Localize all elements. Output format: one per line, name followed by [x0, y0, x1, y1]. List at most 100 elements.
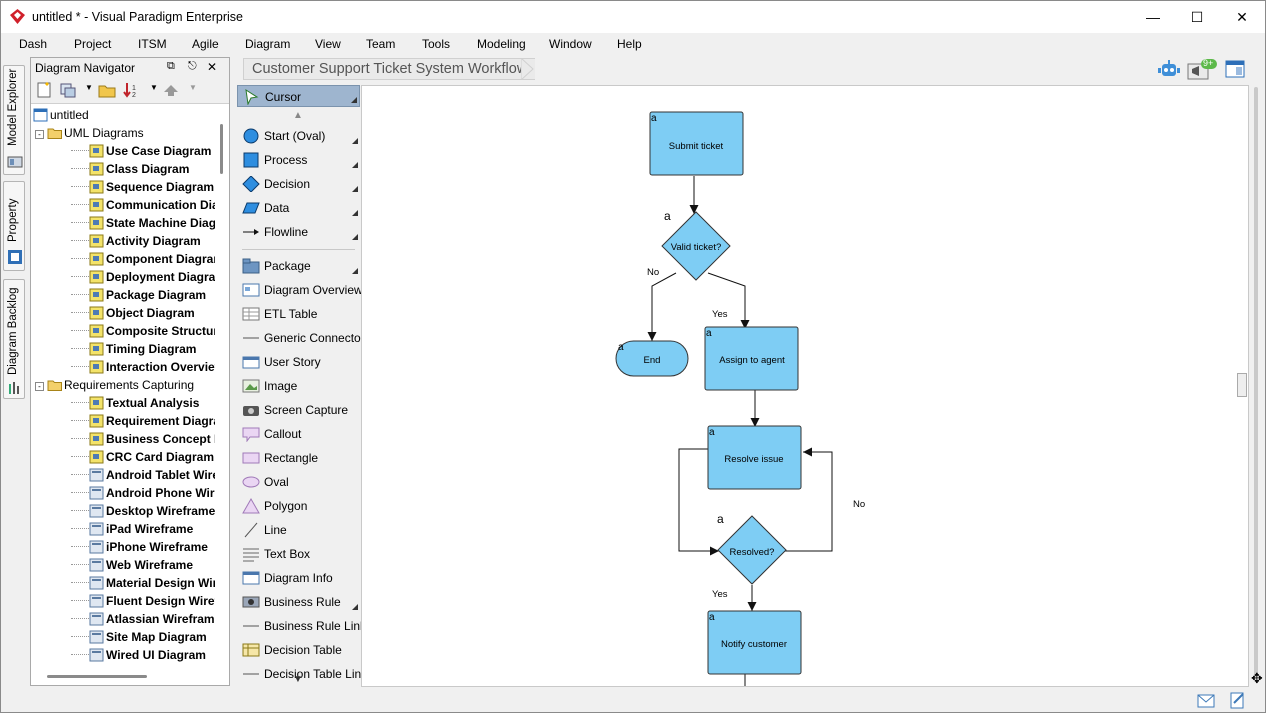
- menu-diagram[interactable]: Diagram: [245, 37, 291, 51]
- breadcrumb-diagram-name[interactable]: Customer Support Ticket System Workflow: [243, 58, 536, 80]
- tree-item[interactable]: iPhone Wireframe: [71, 540, 208, 558]
- tree-item[interactable]: Deployment Diagram: [71, 270, 215, 288]
- tree-item[interactable]: Object Diagram: [71, 306, 195, 324]
- go-up-icon[interactable]: [162, 81, 180, 99]
- palette-screen-capture[interactable]: Screen Capture: [237, 399, 360, 421]
- palette-data[interactable]: Data: [237, 197, 360, 219]
- tree-item[interactable]: Textual Analysis: [71, 396, 199, 414]
- diagram-canvas[interactable]: a Submit ticket a Valid ticket? a End a …: [361, 85, 1249, 687]
- sort-dropdown-icon[interactable]: ▼: [150, 83, 158, 92]
- palette-flowline[interactable]: Flowline: [237, 221, 360, 243]
- tree-item[interactable]: Atlassian Wireframe: [71, 612, 215, 630]
- palette-rectangle[interactable]: Rectangle: [237, 447, 360, 469]
- collapse-toggle-icon[interactable]: -: [35, 130, 44, 139]
- tree-group-1[interactable]: -Requirements Capturing: [35, 378, 194, 396]
- palette-business-rule-link[interactable]: Business Rule Link: [237, 615, 366, 637]
- tree-item[interactable]: Wired UI Diagram: [71, 648, 206, 666]
- tree-group-0[interactable]: -UML Diagrams: [35, 126, 144, 144]
- tree-item[interactable]: Composite Structure D: [71, 324, 215, 342]
- restore-panel-icon[interactable]: ⧉: [167, 60, 175, 72]
- tree-item[interactable]: Site Map Diagram: [71, 630, 207, 648]
- tree-item[interactable]: Component Diagram: [71, 252, 215, 270]
- close-button[interactable]: ✕: [1236, 8, 1248, 25]
- tree-item[interactable]: State Machine Diagrar: [71, 216, 215, 234]
- tree-item[interactable]: Package Diagram: [71, 288, 206, 306]
- palette-scroll-down-icon[interactable]: ▼: [293, 674, 303, 685]
- tree-item[interactable]: Interaction Overview I: [71, 360, 215, 378]
- node-valid-ticket[interactable]: a Valid ticket?: [661, 209, 731, 281]
- menu-team[interactable]: Team: [366, 37, 396, 51]
- tree-item[interactable]: Fluent Design Wirefrar: [71, 594, 215, 612]
- menu-project[interactable]: Project: [74, 37, 112, 51]
- node-submit-ticket[interactable]: a Submit ticket: [649, 111, 744, 176]
- palette-user-story[interactable]: User Story: [237, 351, 360, 373]
- palette-cursor[interactable]: Cursor: [237, 85, 360, 107]
- tree-item[interactable]: Desktop Wireframe: [71, 504, 215, 522]
- tree-root-untitled[interactable]: untitled: [33, 108, 89, 126]
- palette-generic-connector[interactable]: Generic Connector: [237, 327, 365, 349]
- palette-callout[interactable]: Callout: [237, 423, 360, 445]
- tree-item[interactable]: Use Case Diagram: [71, 144, 211, 162]
- sort-icon[interactable]: 12: [123, 81, 141, 99]
- tree-item[interactable]: Requirement Diagram: [71, 414, 215, 432]
- tree-item[interactable]: Web Wireframe: [71, 558, 193, 576]
- flow-resolved-no-loop[interactable]: [785, 447, 833, 552]
- menu-itsm[interactable]: ITSM: [138, 37, 167, 51]
- tree-item[interactable]: Android Tablet Wirefra: [71, 468, 215, 486]
- options-dropdown-icon[interactable]: ▼: [85, 83, 93, 92]
- document-edit-icon[interactable]: [1230, 691, 1246, 709]
- menu-view[interactable]: View: [315, 37, 341, 51]
- mail-icon[interactable]: [1197, 694, 1215, 708]
- tree-item[interactable]: Timing Diagram: [71, 342, 196, 360]
- tab-diagram-backlog[interactable]: Diagram Backlog: [3, 279, 25, 399]
- menu-window[interactable]: Window: [549, 37, 592, 51]
- node-notify-customer[interactable]: a Notify customer: [707, 610, 802, 675]
- palette-package[interactable]: Package: [237, 255, 360, 277]
- open-folder-icon[interactable]: [98, 81, 116, 99]
- palette-polygon[interactable]: Polygon: [237, 495, 360, 517]
- palette-oval[interactable]: Oval: [237, 471, 360, 493]
- diagram-options-icon[interactable]: [59, 81, 77, 99]
- menu-tools[interactable]: Tools: [422, 37, 451, 51]
- layout-panel-icon[interactable]: [1225, 59, 1247, 81]
- announcement-icon[interactable]: [1187, 59, 1217, 81]
- palette-scroll-up-icon[interactable]: ▲: [293, 110, 303, 121]
- robot-assistant-icon[interactable]: [1156, 59, 1182, 81]
- new-diagram-icon[interactable]: [35, 81, 53, 99]
- flow-valid-to-assign[interactable]: [707, 272, 750, 329]
- palette-decision[interactable]: Decision: [237, 173, 360, 195]
- tree-item[interactable]: Communication Diagra: [71, 198, 215, 216]
- palette-decision-table-link[interactable]: Decision Table Link: [237, 663, 367, 685]
- tree-item[interactable]: Activity Diagram: [71, 234, 201, 252]
- node-assign-agent[interactable]: a Assign to agent: [704, 326, 799, 391]
- node-resolve-issue[interactable]: a Resolve issue: [707, 425, 802, 490]
- navigator-horizontal-scrollbar[interactable]: [31, 670, 229, 684]
- tree-item[interactable]: Sequence Diagram: [71, 180, 214, 198]
- palette-start-oval[interactable]: Start (Oval): [237, 125, 360, 147]
- flow-valid-to-end[interactable]: [647, 272, 677, 341]
- node-resolved[interactable]: a Resolved?: [717, 512, 787, 585]
- flow-resolve-to-resolved[interactable]: [678, 448, 719, 556]
- maximize-button[interactable]: ☐: [1190, 8, 1204, 25]
- tree-item[interactable]: Business Concept Diag: [71, 432, 215, 450]
- close-panel-icon[interactable]: ✕: [207, 60, 218, 74]
- navigator-horizontal-scrollbar-thumb[interactable]: [47, 675, 147, 678]
- go-up-dropdown-icon[interactable]: ▼: [189, 83, 197, 92]
- collapse-toggle-icon[interactable]: -: [35, 382, 44, 391]
- menu-dash[interactable]: Dash: [19, 37, 48, 51]
- canvas-resize-handle[interactable]: [1237, 373, 1247, 397]
- menu-agile[interactable]: Agile: [192, 37, 219, 51]
- move-canvas-icon[interactable]: ✥: [1251, 670, 1263, 686]
- canvas-scroll-track[interactable]: [1254, 87, 1258, 677]
- palette-process[interactable]: Process: [237, 149, 360, 171]
- tree-item[interactable]: Android Phone Wirefra: [71, 486, 215, 504]
- palette-diagram-info[interactable]: Diagram Info: [237, 567, 360, 589]
- pin-panel-icon[interactable]: ⎋: [188, 60, 197, 72]
- menu-help[interactable]: Help: [617, 37, 642, 51]
- palette-image[interactable]: Image: [237, 375, 360, 397]
- tab-model-explorer[interactable]: Model Explorer: [3, 65, 25, 175]
- palette-diagram-overview[interactable]: Diagram Overview: [237, 279, 363, 301]
- palette-decision-table[interactable]: Decision Table: [237, 639, 360, 661]
- tab-property[interactable]: Property: [3, 181, 25, 271]
- palette-business-rule[interactable]: Business Rule: [237, 591, 360, 613]
